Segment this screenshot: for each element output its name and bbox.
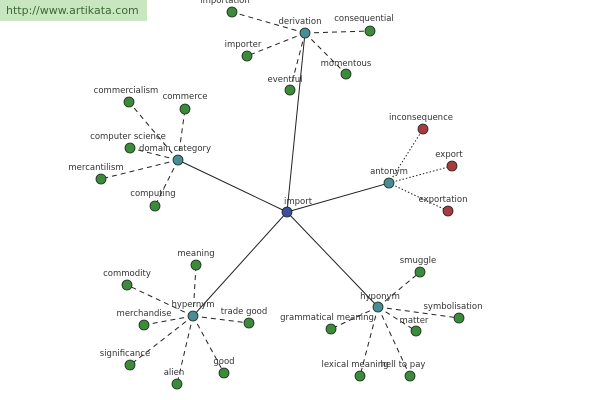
node-merchandise[interactable]: [138, 319, 150, 331]
label-importation[interactable]: importation: [200, 0, 250, 6]
edge-hyponym-lexical-meaning: [359, 306, 379, 377]
edge-hypernym-alien: [176, 315, 194, 385]
edge-derivation-momentous: [304, 32, 347, 75]
label-import[interactable]: import: [284, 197, 313, 207]
node-mercantilism[interactable]: [95, 173, 107, 185]
label-eventful[interactable]: eventful: [268, 75, 303, 85]
edge-hyponym-hell-to-pay: [377, 306, 411, 377]
node-significance[interactable]: [124, 359, 136, 371]
source-url-badge[interactable]: http://www.artikata.com: [0, 0, 147, 21]
label-momentous[interactable]: momentous: [321, 59, 372, 69]
node-consequential[interactable]: [364, 25, 376, 37]
node-exportation[interactable]: [442, 205, 454, 217]
label-matter[interactable]: matter: [400, 316, 429, 326]
node-antonym[interactable]: [383, 177, 395, 189]
label-commodity[interactable]: commodity: [103, 269, 151, 279]
node-domain-category[interactable]: [172, 154, 184, 166]
edge-antonym-inconsequence: [388, 128, 424, 184]
edge-derivation-importation: [231, 11, 306, 34]
edge-hypernym-commodity: [126, 284, 194, 317]
node-computing[interactable]: [149, 200, 161, 212]
edge-domain-category-commercialism: [128, 101, 179, 161]
node-lexical-meaning[interactable]: [354, 370, 366, 382]
node-commodity[interactable]: [121, 279, 133, 291]
label-hyponym[interactable]: hyponym: [360, 292, 400, 302]
edge-hyponym-smuggle: [377, 271, 421, 308]
node-derivation[interactable]: [299, 27, 311, 39]
node-trade-good[interactable]: [243, 317, 255, 329]
label-alien[interactable]: alien: [164, 368, 185, 378]
label-mercantilism[interactable]: mercantilism: [68, 163, 123, 173]
edge-derivation-consequential: [304, 30, 371, 34]
label-antonym[interactable]: antonym: [370, 167, 408, 177]
graph-labels: importation consequential importer momentou…: [68, 0, 482, 378]
label-computer-science[interactable]: computer science: [90, 132, 166, 142]
edge-domain-category-computing: [154, 159, 179, 207]
node-meaning[interactable]: [190, 259, 202, 271]
label-derivation[interactable]: derivation: [278, 17, 321, 27]
edge-import-hypernym: [192, 211, 288, 317]
node-importer[interactable]: [241, 50, 253, 62]
label-grammatical-meaning[interactable]: grammatical meaning: [280, 313, 374, 323]
edge-import-domain-category: [177, 159, 288, 213]
node-hell-to-pay[interactable]: [404, 370, 416, 382]
label-meaning[interactable]: meaning: [177, 249, 214, 259]
node-hyponym[interactable]: [372, 301, 384, 313]
label-hell-to-pay[interactable]: hell to pay: [381, 360, 426, 370]
label-commercialism[interactable]: commercialism: [94, 86, 159, 96]
edge-hyponym-symbolisation: [377, 306, 460, 319]
label-good[interactable]: good: [213, 357, 234, 367]
node-import[interactable]: [281, 206, 293, 218]
edge-hyponym-matter: [377, 306, 417, 332]
node-grammatical-meaning[interactable]: [325, 323, 337, 335]
node-matter[interactable]: [410, 325, 422, 337]
node-export[interactable]: [446, 160, 458, 172]
node-symbolisation[interactable]: [453, 312, 465, 324]
label-consequential[interactable]: consequential: [334, 14, 394, 24]
node-commercialism[interactable]: [123, 96, 135, 108]
label-computing[interactable]: computing: [130, 189, 175, 199]
label-symbolisation[interactable]: symbolisation: [424, 302, 483, 312]
node-alien[interactable]: [171, 378, 183, 390]
edge-derivation-importer: [246, 32, 306, 57]
graph-nodes: [95, 6, 465, 390]
label-importer[interactable]: importer: [225, 40, 262, 50]
edge-import-hyponym: [286, 211, 379, 308]
edge-import-derivation: [286, 32, 306, 213]
edge-hypernym-trade-good: [192, 315, 250, 324]
edge-import-antonym: [286, 182, 390, 213]
label-export[interactable]: export: [435, 150, 463, 160]
label-domain-category[interactable]: domain category: [139, 144, 211, 154]
edge-hypernym-good: [192, 315, 225, 374]
node-eventful[interactable]: [284, 84, 296, 96]
edge-hypernym-significance: [129, 315, 194, 366]
edge-domain-category-mercantilism: [100, 159, 179, 180]
node-momentous[interactable]: [340, 68, 352, 80]
edge-derivation-eventful: [289, 32, 306, 91]
label-commerce[interactable]: commerce: [163, 92, 208, 102]
node-hypernym[interactable]: [187, 310, 199, 322]
node-good[interactable]: [218, 367, 230, 379]
label-inconsequence[interactable]: inconsequence: [389, 113, 453, 123]
graph-edges: [100, 11, 460, 385]
label-merchandise[interactable]: merchandise: [117, 309, 172, 319]
node-importation[interactable]: [226, 6, 238, 18]
node-commerce[interactable]: [179, 103, 191, 115]
label-hypernym[interactable]: hypernym: [171, 300, 214, 310]
edge-antonym-export: [388, 165, 453, 184]
label-trade-good[interactable]: trade good: [221, 307, 268, 317]
node-inconsequence[interactable]: [417, 123, 429, 135]
label-significance[interactable]: significance: [100, 349, 150, 359]
label-lexical-meaning[interactable]: lexical meaning: [321, 360, 388, 370]
edge-antonym-exportation: [388, 182, 449, 212]
label-smuggle[interactable]: smuggle: [400, 256, 436, 266]
label-exportation[interactable]: exportation: [418, 195, 467, 205]
node-smuggle[interactable]: [414, 266, 426, 278]
node-computer-science[interactable]: [124, 142, 136, 154]
